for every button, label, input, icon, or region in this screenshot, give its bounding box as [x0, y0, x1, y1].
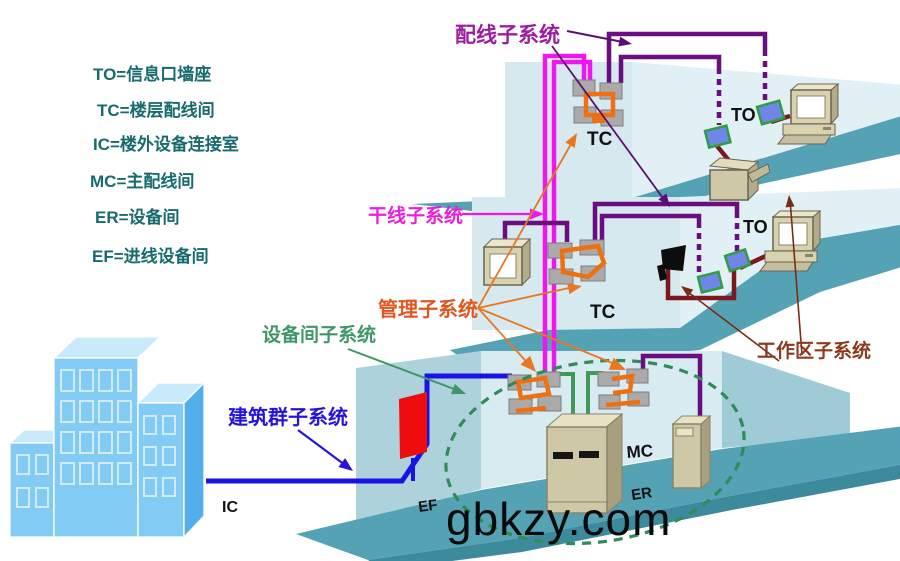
floor1-right-wall — [722, 351, 850, 448]
server-cabinet-icon — [545, 412, 624, 515]
subsystem-labels: 配线子系统 干线子系统 管理子系统 设备间子系统 建筑群子系统 工作区子系统 — [228, 23, 871, 429]
backbone-cables — [542, 53, 593, 372]
legend-to: TO=信息口墙座 — [93, 64, 211, 84]
marker-tc-floor2: TC — [590, 302, 616, 323]
equipment-room-boundary — [444, 358, 746, 546]
floor3-floor — [412, 116, 900, 212]
legend-tc: TC=楼层配线间 — [97, 100, 215, 120]
label-management-subsystem: 管理子系统 — [378, 297, 478, 321]
marker-mc: MC — [626, 441, 654, 462]
watermark: gbkzy.com — [446, 493, 671, 545]
legend: TO=信息口墙座 TC=楼层配线间 IC=楼外设备连接室 MC=主配线间 ER=… — [90, 64, 239, 266]
tc-patch-panel-floor2 — [547, 239, 607, 285]
legend-mc: MC=主配线间 — [90, 171, 194, 191]
location-markers: TC TC TO TO MC ER EF IC — [222, 105, 768, 516]
mc-patch-panel-2 — [597, 368, 650, 410]
building-icon — [8, 336, 206, 539]
marker-tc-floor3: TC — [587, 129, 613, 150]
wall-outlet-icon-b — [703, 124, 732, 150]
printer-icon — [708, 157, 771, 202]
wall-outlet-icon-c — [696, 270, 724, 295]
legend-er: ER=设备间 — [95, 207, 180, 227]
label-work-area-subsystem: 工作区子系统 — [757, 339, 871, 362]
wall-outlet-icon-a — [755, 99, 786, 126]
pointer-arrows — [297, 30, 803, 471]
computer-icon-floor3 — [776, 82, 840, 145]
label-backbone-subsystem: 干线子系统 — [368, 204, 463, 227]
tc-patch-panel-floor3 — [572, 79, 624, 127]
distribution-cables-floor3 — [606, 31, 768, 125]
distribution-cable-floor1 — [640, 353, 703, 419]
entrance-panel — [399, 392, 427, 459]
label-equipment-room-subsystem: 设备间子系统 — [262, 323, 376, 346]
legend-ef: EF=进线设备间 — [92, 246, 209, 266]
phone-icon — [657, 245, 686, 281]
marker-er: ER — [630, 484, 653, 504]
marker-to-floor2: TO — [743, 217, 768, 237]
marker-ic: IC — [222, 499, 238, 516]
mc-patch-panel-1 — [507, 371, 562, 415]
monitor-icon-floor2 — [482, 237, 532, 287]
label-distribution-subsystem: 配线子系统 — [455, 23, 560, 47]
marker-ef: EF — [417, 496, 438, 516]
label-campus-subsystem: 建筑群子系统 — [228, 405, 348, 429]
marker-to-floor3: TO — [731, 105, 756, 125]
wall-outlet-icon-d — [723, 247, 752, 273]
equipment-cabinet-icon — [671, 414, 712, 490]
legend-ic: IC=楼外设备连接室 — [93, 134, 239, 154]
computer-icon-floor2 — [758, 209, 822, 272]
